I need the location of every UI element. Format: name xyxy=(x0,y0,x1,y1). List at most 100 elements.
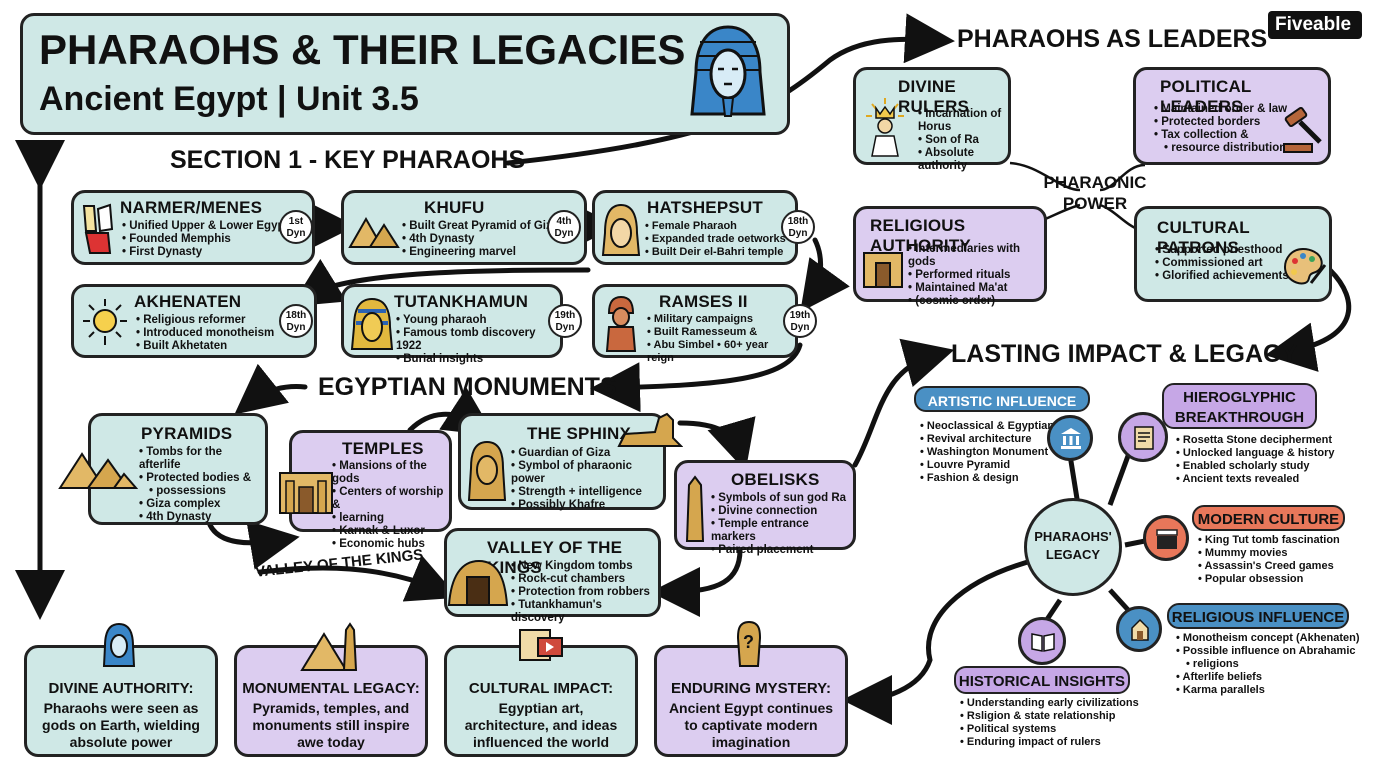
point: Protected bodies & xyxy=(139,472,265,485)
monument-points: Mansions of the gods Centers of worship … xyxy=(332,460,449,551)
summary-title: MONUMENTAL LEGACY: xyxy=(242,680,420,697)
pharaoh-card-narmer: NARMER/MENES Unified Upper & Lower Egypt… xyxy=(71,190,315,265)
gavel-icon xyxy=(1283,106,1322,153)
section1-heading: SECTION 1 - KEY PHARAOHS xyxy=(170,146,526,174)
point: Symbol of pharaonic power xyxy=(511,460,663,486)
point: Karma parallels xyxy=(1176,684,1360,697)
temple-facade-icon xyxy=(279,472,333,514)
monument-card-valley: VALLEY OF THE KINGS New Kingdom tombs Ro… xyxy=(444,528,661,624)
summary-title: ENDURING MYSTERY: xyxy=(670,680,831,697)
historical-icon-circle xyxy=(1018,617,1066,665)
point: Absolute authority xyxy=(918,147,1008,173)
summary-title: DIVINE AUTHORITY: xyxy=(48,680,194,697)
leader-points: Incarnation of Horus Son of Ra Absolute … xyxy=(918,108,1008,173)
pharaoh-name: AKHENATEN xyxy=(134,292,242,311)
point: Engineering marvel xyxy=(402,246,558,259)
pharaoh-points: Unified Upper & Lower Egypt Founded Memp… xyxy=(122,220,288,259)
point: Unified Upper & Lower Egypt xyxy=(122,220,288,233)
point: Founded Memphis xyxy=(122,233,288,246)
summary-card-enduring-mystery: ENDURING MYSTERY: Ancient Egypt continue… xyxy=(654,645,848,757)
point: Possibly Khafre xyxy=(511,499,663,512)
brand-name: Fiveable xyxy=(1275,14,1352,35)
fiveable-logo[interactable]: Fiveable xyxy=(1268,11,1362,39)
open-book-icon xyxy=(1031,633,1055,652)
temple-icon xyxy=(863,252,903,288)
point: 4th Dynasty xyxy=(139,511,265,524)
monument-card-sphinx: THE SPHINX Guardian of Giza Symbol of ph… xyxy=(458,413,666,512)
monument-card-obelisks: OBELISKS Symbols of sun god Ra Divine co… xyxy=(674,460,856,556)
pharaonic-power-label: PHARAONIC POWER xyxy=(1043,173,1147,213)
divine-ruler-icon xyxy=(866,98,904,157)
point: Built Great Pyramid of Giza xyxy=(402,220,558,233)
leader-card-religious: RELIGIOUS AUTHORITY Intermediaries with … xyxy=(853,206,1047,307)
point: Built Ramesseum & xyxy=(647,326,795,339)
summary-card-cultural-impact: CULTURAL IMPACT: Egyptian art, architect… xyxy=(444,645,638,757)
pharaoh-card-khufu: KHUFU Built Great Pyramid of Giza 4th Dy… xyxy=(341,190,587,265)
point: Neoclassical & Egyptian xyxy=(920,420,1054,433)
summary-text: Egyptian art, architecture, and ideas in… xyxy=(464,700,618,750)
point: Abu Simbel • 60+ year reign xyxy=(647,339,795,365)
pharaoh-name: HATSHEPSUT xyxy=(647,198,763,217)
point: Built Akhetaten xyxy=(136,340,274,353)
point: Louvre Pyramid xyxy=(920,459,1054,472)
pharaoh-points: Religious reformer Introduced monotheism… xyxy=(136,314,274,353)
point: Enabled scholarly study xyxy=(1176,460,1335,473)
obelisk-icon xyxy=(685,475,705,542)
point: Fashion & design xyxy=(920,472,1054,485)
point: Son of Ra xyxy=(918,134,1008,147)
point: Protected borders xyxy=(1154,116,1287,129)
point: Protection from robbers xyxy=(511,586,658,599)
point: Tutankhamun's discovery xyxy=(511,599,658,625)
pharaoh-card-akhenaten: AKHENATEN Religious reformer Introduced … xyxy=(71,284,317,358)
monument-title: OBELISKS xyxy=(731,470,820,489)
point: Built Deir el-Bahri temple xyxy=(645,246,786,259)
point: Performed rituals xyxy=(908,269,1044,282)
leader-points: Maintained order & law Protected borders… xyxy=(1154,103,1287,155)
point: Maintained Ma'at xyxy=(908,282,1044,295)
point: Political systems xyxy=(960,723,1139,736)
point: Religious reformer xyxy=(136,314,274,327)
hieroglyphic-icon-circle xyxy=(1118,412,1168,462)
pyramid-icon xyxy=(348,216,400,248)
point: Assassin's Creed games xyxy=(1198,560,1340,573)
pharaoh-name: KHUFU xyxy=(424,198,485,217)
summary-text: Pyramids, temples, and monuments still i… xyxy=(252,700,410,750)
point: resource distribution xyxy=(1154,142,1287,155)
modern-icon-circle xyxy=(1143,515,1189,561)
film-scroll-icon xyxy=(519,629,563,661)
point: Rock-cut chambers xyxy=(511,573,658,586)
seated-pharaoh-icon xyxy=(605,295,637,352)
pharaoh-name: RAMSES II xyxy=(659,292,748,311)
legacy-artistic-points: Neoclassical & Egyptian Revival architec… xyxy=(920,420,1054,485)
point: Symbols of sun god Ra xyxy=(711,492,853,505)
monument-points: New Kingdom tombs Rock-cut chambers Prot… xyxy=(511,560,658,625)
point: Guardian of Giza xyxy=(511,447,663,460)
point: Rsligion & state relationship xyxy=(960,710,1139,723)
monument-points: Guardian of Giza Symbol of pharaonic pow… xyxy=(511,447,663,512)
pharaoh-head-icon xyxy=(690,25,766,117)
monument-card-temples: TEMPLES Mansions of the gods Centers of … xyxy=(279,430,452,550)
point: Temple entrance markers xyxy=(711,518,853,544)
question-sarcophagus-icon: ? xyxy=(736,620,762,667)
paint-palette-icon xyxy=(1283,247,1327,285)
point: King Tut tomb fascination xyxy=(1198,534,1340,547)
point: Centers of worship & xyxy=(332,486,449,512)
legacy-modern-title: MODERN CULTURE xyxy=(1192,505,1345,531)
artistic-icon-circle xyxy=(1047,415,1093,461)
summary-text: Pharaohs were seen as gods on Earth, wie… xyxy=(42,700,200,750)
legacy-hieroglyphic-points: Rosetta Stone decipherment Unlocked lang… xyxy=(1176,434,1335,486)
point: Understanding early civilizations xyxy=(960,697,1139,710)
point: Afterlife beliefs xyxy=(1176,671,1360,684)
monuments-heading: EGYPTIAN MONUMENTS xyxy=(318,373,617,401)
point: Female Pharaoh xyxy=(645,220,786,233)
queen-head-icon xyxy=(601,203,641,256)
pharaoh-name: TUTANKHAMUN xyxy=(394,292,529,311)
point: Divine connection xyxy=(711,505,853,518)
page-title: PHARAOHS & THEIR LEGACIES xyxy=(39,26,686,73)
leader-card-cultural: CULTURAL PATRONS Supported priesthood Co… xyxy=(1134,206,1332,302)
point: Revival architecture xyxy=(920,433,1054,446)
